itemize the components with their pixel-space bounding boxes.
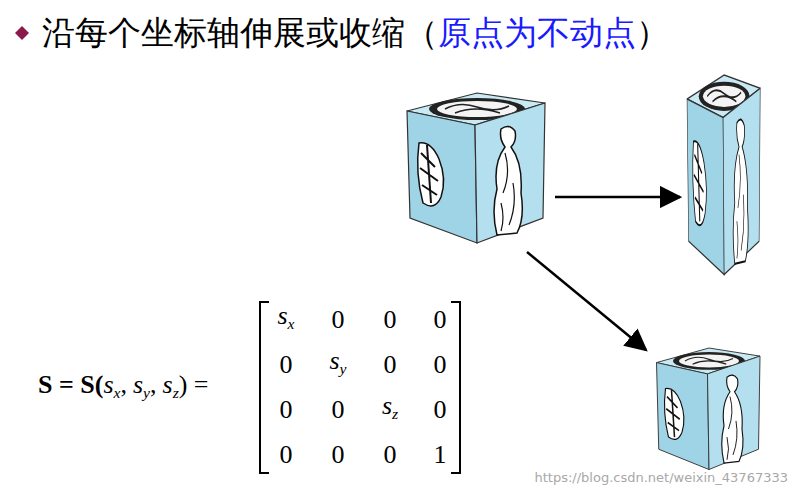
paren: ） (636, 13, 669, 52)
math-symbol: 0 (384, 305, 397, 334)
watermark: https://blog.csdn.net/weixin_43767333 (534, 470, 788, 485)
matrix-cell: 0 (332, 440, 345, 470)
matrix-cell: 0 (384, 440, 397, 470)
subscript: x (114, 384, 121, 401)
math-symbol: S = S( (38, 370, 103, 399)
math-symbol: 0 (332, 440, 345, 469)
math-symbol: 0 (280, 395, 293, 424)
math-symbol: s (103, 370, 113, 399)
math-symbol: s (277, 301, 287, 330)
matrix-cell: sz (382, 391, 398, 429)
matrix-cell: 0 (384, 305, 397, 335)
highlight-note: 原点为不动点 (438, 13, 636, 52)
matrix-cell: sx (277, 301, 294, 339)
matrix-cell: 0 (434, 305, 447, 335)
math-symbol: 0 (280, 350, 293, 379)
math-symbol: ) = (179, 370, 209, 399)
math-symbol: 0 (384, 440, 397, 469)
cube-stretched (687, 75, 760, 275)
heading: 沿每个坐标轴伸展或收缩（原点为不动点） (42, 13, 669, 53)
transform-arrow (555, 196, 680, 199)
matrix-bracket (260, 302, 269, 473)
matrix-bracket (451, 302, 460, 473)
math-symbol: 0 (280, 440, 293, 469)
math-symbol: 0 (332, 395, 345, 424)
math-symbol: , (120, 370, 127, 399)
matrix-cell: sy (329, 346, 346, 384)
math-symbol: s (382, 391, 392, 420)
paren: （ (405, 13, 438, 52)
math-symbol: s (133, 370, 143, 399)
matrix-cell: 0 (384, 350, 397, 380)
transform-arrow (527, 252, 646, 350)
formula: S = S(sx,sy,sz) = (38, 370, 209, 408)
math-symbol: s (329, 346, 339, 375)
cube-shrunk (657, 348, 761, 470)
math-symbol: 0 (434, 395, 447, 424)
cube-original (407, 93, 545, 243)
subscript: y (340, 360, 347, 377)
math-symbol: s (163, 370, 173, 399)
matrix-cell: 0 (280, 395, 293, 425)
matrix-cell: 0 (434, 395, 447, 425)
matrix-cell: 0 (434, 350, 447, 380)
subscript: x (288, 315, 295, 332)
title: 沿每个坐标轴伸展或收缩 (42, 13, 405, 52)
math-symbol: 0 (434, 305, 447, 334)
bullet-diamond (15, 26, 29, 40)
matrix-cell: 1 (434, 440, 447, 470)
matrix-cell: 0 (280, 440, 293, 470)
matrix-cell: 0 (332, 305, 345, 335)
matrix-cell: 0 (332, 395, 345, 425)
math-symbol: 0 (434, 350, 447, 379)
subscript: z (392, 405, 398, 422)
math-symbol: 1 (434, 440, 447, 469)
subscript: y (143, 384, 150, 401)
matrix-cell: 0 (280, 350, 293, 380)
subscript: z (173, 384, 179, 401)
math-symbol: 0 (384, 350, 397, 379)
math-symbol: , (150, 370, 157, 399)
math-symbol: 0 (332, 305, 345, 334)
